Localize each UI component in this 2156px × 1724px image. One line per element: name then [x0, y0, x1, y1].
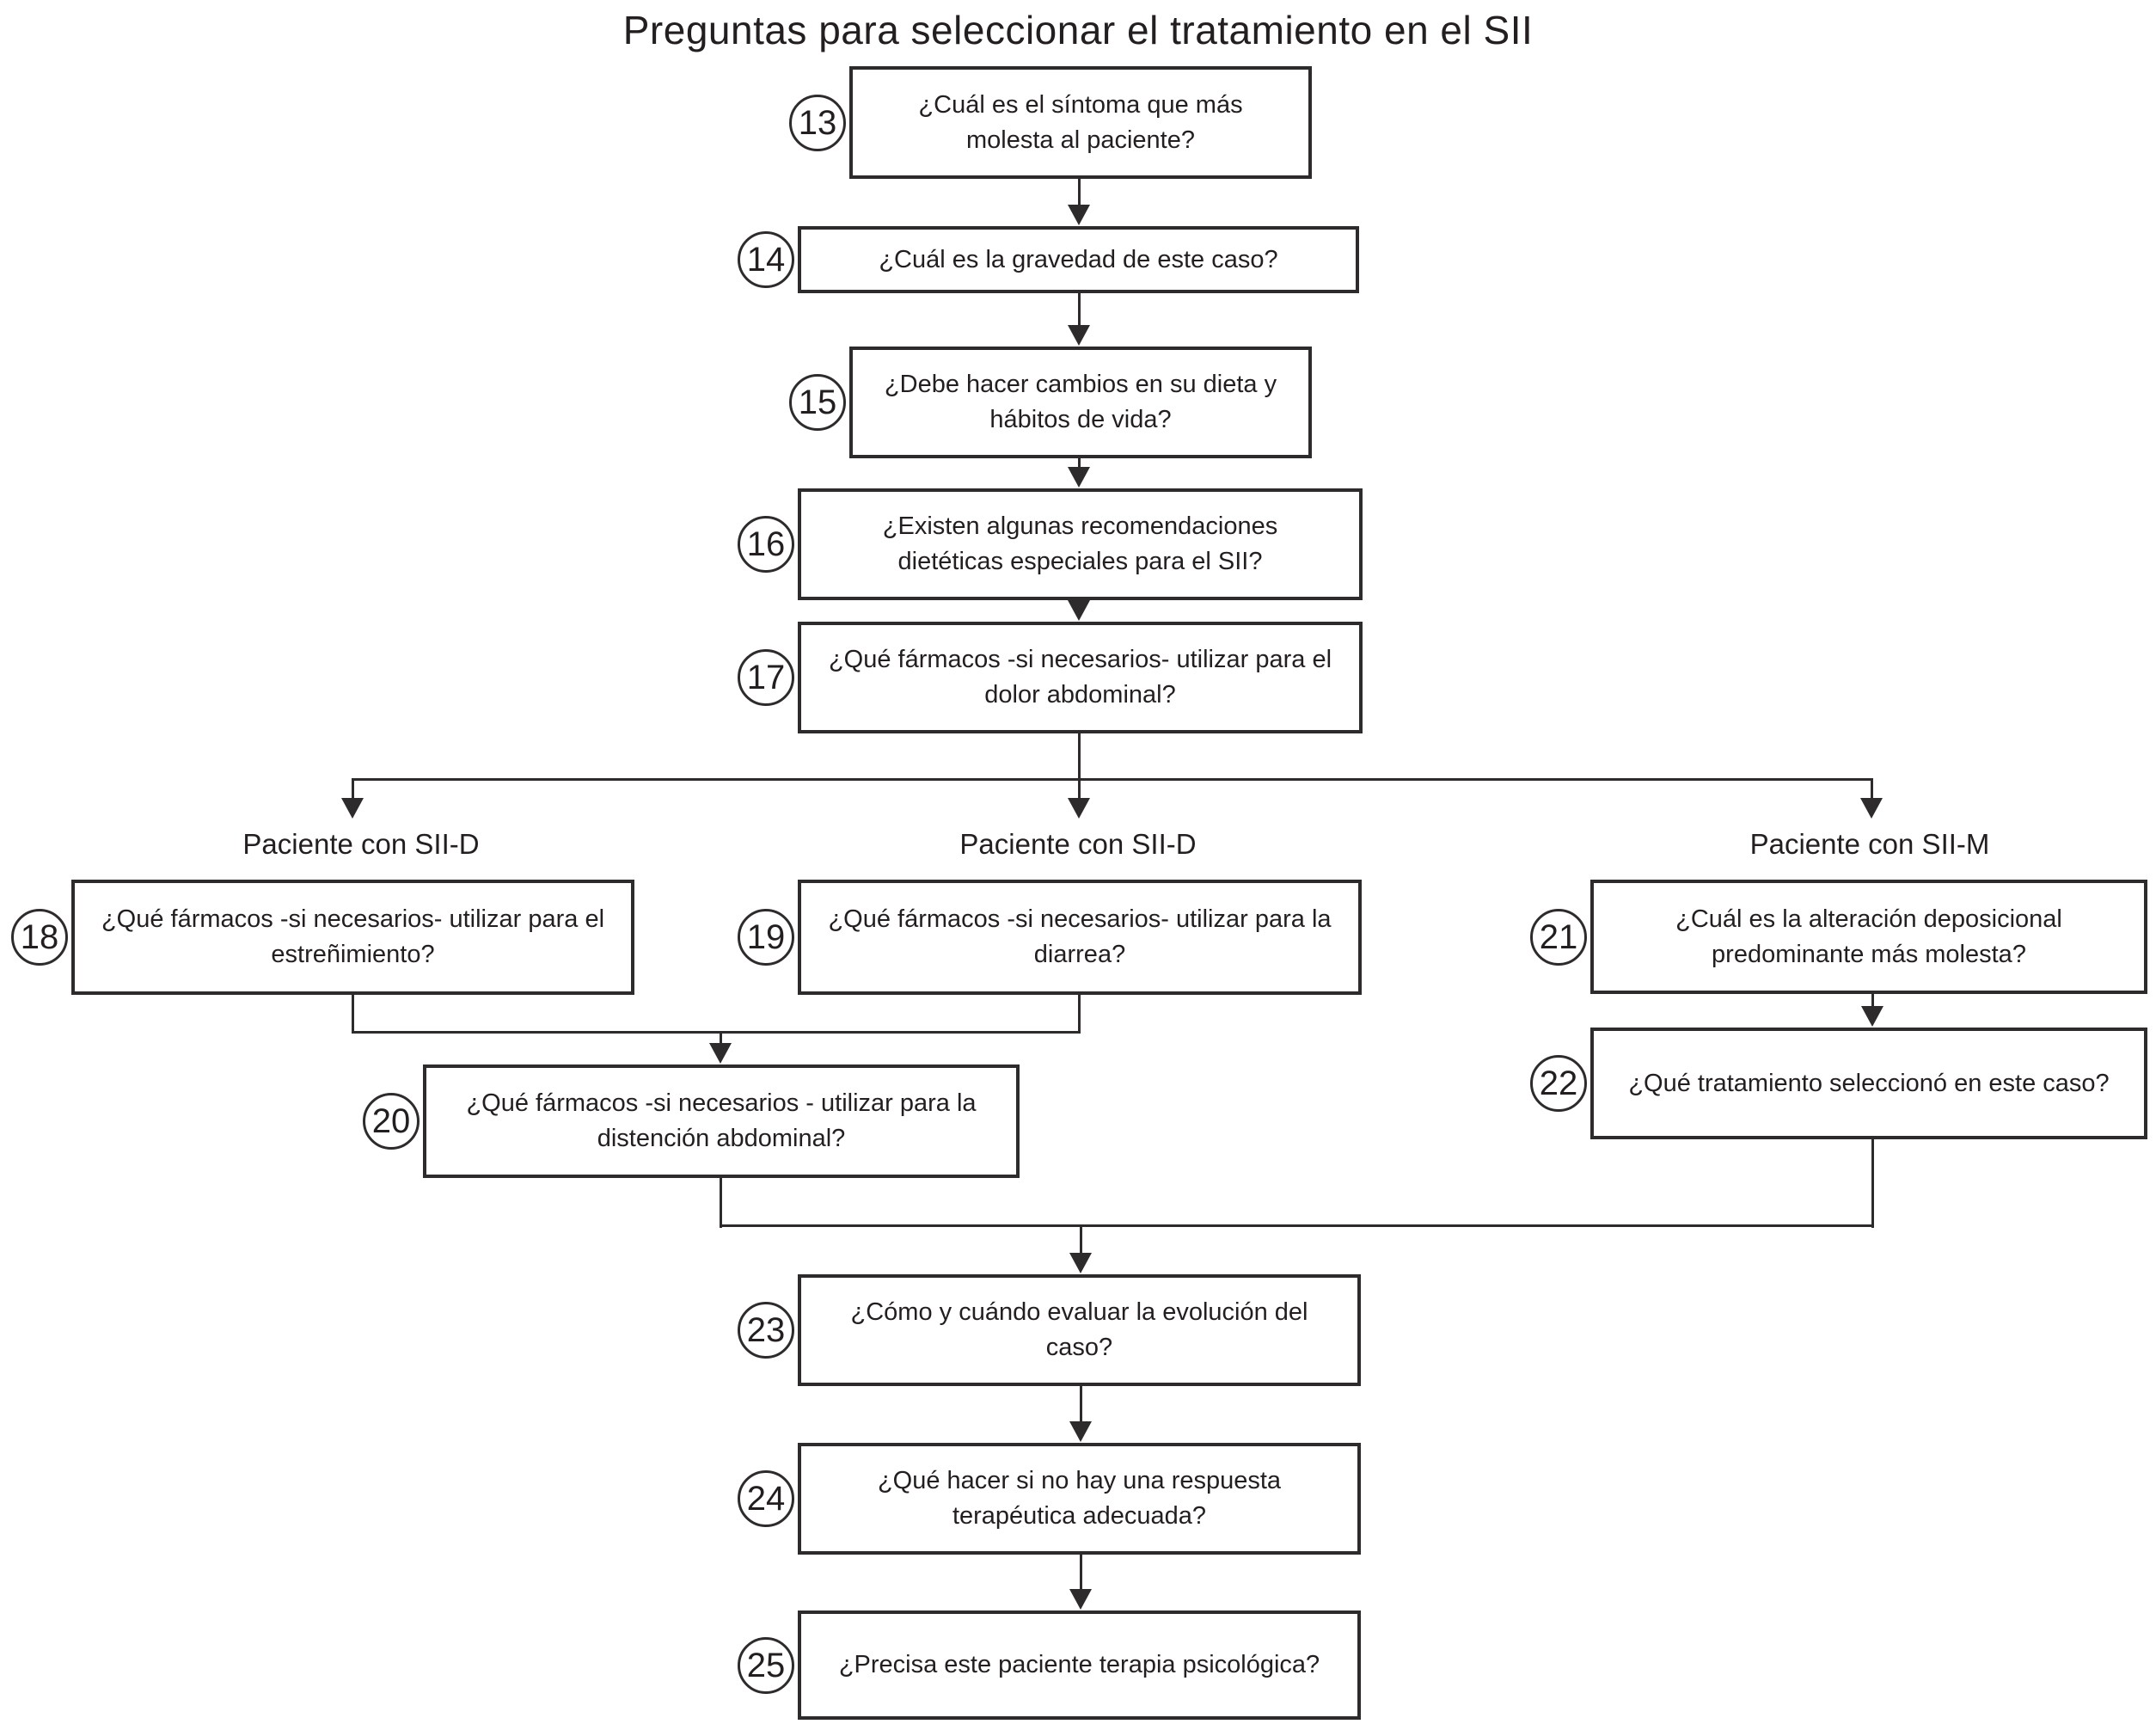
flow-node-15: 15 ¿Debe hacer cambios en su dieta y háb… — [789, 347, 1312, 458]
connector-line — [1871, 1139, 1874, 1228]
node-number-badge: 18 — [11, 909, 68, 966]
connector-arrowhead — [1069, 1253, 1092, 1273]
node-number-badge: 20 — [363, 1093, 420, 1150]
connector-line — [1078, 733, 1081, 782]
node-number-badge: 19 — [738, 909, 794, 966]
node-question: ¿Qué fármacos -si necesarios- utilizar p… — [101, 905, 605, 968]
node-question: ¿Debe hacer cambios en su dieta y hábito… — [884, 371, 1277, 433]
connector-line — [352, 1031, 1081, 1034]
connector-arrowhead — [1068, 600, 1090, 621]
node-number-badge: 22 — [1530, 1055, 1587, 1112]
flow-node-17: 17 ¿Qué fármacos -si necesarios- utiliza… — [738, 622, 1363, 733]
node-number-badge: 25 — [738, 1636, 794, 1694]
flow-node-24: 24 ¿Qué hacer si no hay una respuesta te… — [738, 1443, 1361, 1555]
flow-node-13: 13 ¿Cuál es el síntoma que más molesta a… — [789, 66, 1312, 179]
flow-node-18: 18 ¿Qué fármacos -si necesarios- utiliza… — [11, 880, 634, 995]
diagram-title: Preguntas para seleccionar el tratamient… — [622, 8, 1534, 52]
connector-line — [720, 1224, 1874, 1227]
node-number-badge: 23 — [738, 1302, 794, 1359]
connector-line — [1078, 179, 1081, 206]
connector-arrowhead — [1069, 1589, 1092, 1610]
flow-node-22: 22 ¿Qué tratamiento seleccionó en este c… — [1530, 1028, 2147, 1139]
flow-node-21: 21 ¿Cuál es la alteración deposicional p… — [1530, 880, 2147, 994]
node-question: ¿Qué fármacos -si necesarios- utilizar p… — [828, 905, 1332, 968]
connector-line — [352, 778, 1873, 781]
node-question: ¿Precisa este paciente terapia psicológi… — [838, 1651, 1320, 1678]
node-question: ¿Cuál es el síntoma que más molesta al p… — [918, 90, 1243, 154]
connector-arrowhead — [1068, 205, 1090, 225]
flow-node-19: 19 ¿Qué fármacos -si necesarios- utiliza… — [738, 880, 1362, 995]
connector-arrowhead — [1068, 467, 1090, 488]
node-question: ¿Cuál es la alteración deposicional pred… — [1675, 905, 2062, 968]
node-question: ¿Cuál es la gravedad de este caso? — [879, 245, 1278, 273]
connector-line — [1078, 292, 1081, 327]
connector-arrowhead — [1069, 1421, 1092, 1442]
flow-node-16: 16 ¿Existen algunas recomendaciones diet… — [738, 488, 1363, 600]
connector-line — [1080, 1224, 1082, 1255]
node-question: ¿Qué tratamiento seleccionó en este caso… — [1628, 1069, 2110, 1097]
connector-line — [1078, 458, 1081, 469]
node-number-badge: 15 — [789, 374, 846, 431]
node-number-badge: 13 — [789, 94, 846, 151]
connector-line — [1871, 780, 1873, 800]
branch-label-sii-m-right: Paciente con SII-M — [1749, 828, 1990, 860]
connector-arrowhead — [1860, 798, 1883, 819]
connector-arrowhead — [1861, 1006, 1883, 1027]
flow-node-14: 14 ¿Cuál es la gravedad de este caso? — [738, 226, 1359, 293]
flow-node-25: 25 ¿Precisa este paciente terapia psicol… — [738, 1610, 1361, 1720]
connector-line — [720, 1178, 722, 1228]
connector-line — [1871, 994, 1874, 1008]
connector-line — [1078, 995, 1081, 1034]
node-number-badge: 17 — [738, 649, 794, 706]
node-number-badge: 16 — [738, 516, 794, 573]
connector-line — [352, 780, 354, 800]
connector-line — [352, 995, 354, 1034]
branch-label-sii-d-middle: Paciente con SII-D — [959, 828, 1197, 860]
connector-arrowhead — [709, 1043, 732, 1064]
connector-arrowhead — [1068, 798, 1090, 819]
connector-line — [720, 1031, 722, 1045]
connector-line — [1080, 1555, 1082, 1591]
node-question: ¿Qué fármacos -si necesarios - utilizar … — [466, 1089, 977, 1152]
flow-node-20: 20 ¿Qué fármacos -si necesarios - utiliz… — [363, 1064, 1020, 1178]
node-question: ¿Cómo y cuándo evaluar la evolución del … — [850, 1298, 1308, 1361]
node-question: ¿Qué fármacos -si necesarios- utilizar p… — [828, 646, 1332, 709]
flow-node-23: 23 ¿Cómo y cuándo evaluar la evolución d… — [738, 1274, 1361, 1386]
connector-arrowhead — [341, 798, 364, 819]
node-number-badge: 21 — [1530, 908, 1587, 966]
node-number-badge: 24 — [738, 1470, 794, 1527]
node-number-badge: 14 — [738, 231, 794, 288]
branch-label-sii-d-left: Paciente con SII-D — [242, 828, 480, 860]
node-question: ¿Existen algunas recomendaciones dietéti… — [882, 512, 1278, 575]
node-question: ¿Qué hacer si no hay una respuesta terap… — [877, 1467, 1282, 1530]
connector-line — [1078, 780, 1081, 800]
connector-arrowhead — [1068, 325, 1090, 346]
connector-line — [1080, 1386, 1082, 1423]
